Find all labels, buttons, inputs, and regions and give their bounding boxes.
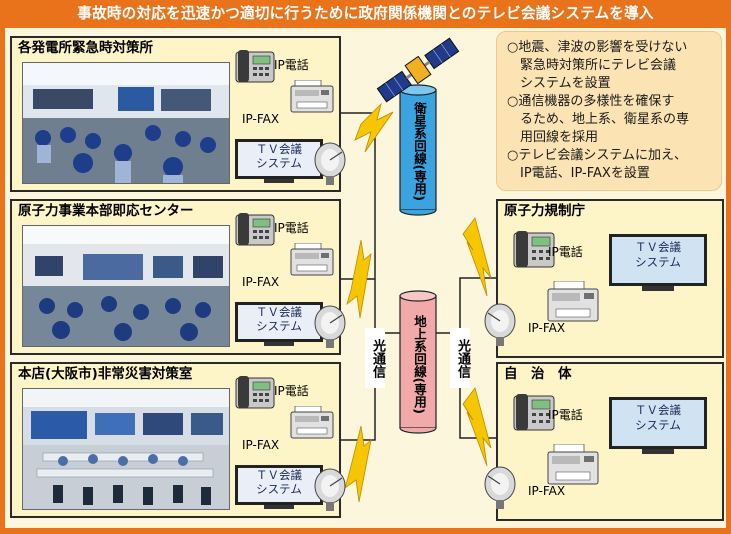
tv-monitor-icon [235,302,323,346]
tv-monitor-icon [609,397,707,454]
ip-phone-label: IP電話 [548,408,583,422]
ip-fax-icon [547,444,599,485]
lightning-bolt-icon [462,217,492,297]
ip-fax-label: IP-FAX [528,484,566,498]
ip-phone-label: IP電話 [274,384,309,398]
header-title: 事故時の対応を迅速かつ適切に行うために政府関係機関とのテレビ会議システムを導入 [77,5,654,22]
control-room-photo [22,62,230,184]
ip-phone-icon [513,394,555,431]
ground-line-label: 地上系回線(専用) [412,314,427,414]
optical-label-left: 光通信 [365,328,385,388]
ip-phone-label: IP電話 [274,221,309,235]
ground-line-tube [399,290,437,434]
ip-fax-icon [547,281,599,322]
tv-monitor-icon [235,139,323,183]
ip-fax-label: IP-FAX [242,275,280,289]
satellite-icon [376,37,460,103]
control-room-photo [22,388,230,510]
site-panel-title: 各発電所緊急時対策所 [18,40,153,56]
lightning-bolt-icon [344,425,372,503]
ip-phone-icon [235,376,275,409]
ip-phone-icon [513,231,555,268]
satellite-dish-icon [484,466,516,509]
note-line: 緊急時対策所にテレビ会議 [507,58,677,73]
satellite-line-label: 衛星系回線(専用) [412,101,427,201]
tv-label-line1: ＴＶ会議 [256,305,302,319]
ip-phone-icon [235,213,275,246]
tv-label-line2: システム [256,482,302,496]
control-room-photo [22,225,230,347]
ip-fax-icon [290,406,334,439]
note-line: ○テレビ会議システムに加え、 [507,148,687,163]
note-line: ○通信機器の多様性を確保す [507,94,675,109]
note-line: IP電話、IP-FAXを設置 [507,166,650,181]
tv-label-line1: ＴＶ会議 [635,403,681,417]
note-line: ○地震、津波の影響を受けない [507,40,688,55]
tv-label-line2: システム [635,255,681,269]
tv-label-line2: システム [256,319,302,333]
site-panel-title: 本店(大阪市)非常災害対策室 [18,366,193,382]
agency-panel-local-government: 自 治 体 IP電話 ＴＶ会議 システム IP-FA [484,362,724,521]
ip-phone-label: IP電話 [274,58,309,72]
satellite-dish-icon [484,303,516,346]
left-trunk-line [337,112,376,441]
tv-label-line2: システム [635,418,681,432]
satellite-dish-icon [314,142,346,185]
diagram-canvas: 衛星系回線(専用) 地上系回線(専用) 光通信 光通信 ○地震、津波の影響を受け… [5,28,726,528]
optical-label-right: 光通信 [450,328,470,388]
satellite-dish-icon [314,468,346,511]
agency-panel-nra: 原子力規制庁 IP電話 ＴＶ会議 システム IP-F [484,199,724,358]
tv-monitor-icon [609,234,707,291]
note-line: 用回線を採用 [507,130,599,145]
agency-panel-title: 自 治 体 [504,366,572,382]
ip-fax-label: IP-FAX [528,321,566,335]
lightning-bolt-icon [346,239,372,319]
site-panel-head-office: 本店(大阪市)非常災害対策室 [10,362,346,518]
ip-phone-label: IP電話 [548,245,583,259]
site-panel-nuclear-hq: 原子力事業本部即応センター IP電話 [10,199,346,355]
site-panel-title: 原子力事業本部即応センター [18,203,194,219]
ip-fax-label: IP-FAX [242,438,280,452]
lightning-bolt-icon [354,102,394,153]
tv-label-line1: ＴＶ会議 [256,142,302,156]
tv-label-line1: ＴＶ会議 [256,468,302,482]
note-line: システムを設置 [507,76,611,91]
ip-fax-icon [290,243,334,276]
tv-label-line2: システム [256,156,302,170]
notes-box: ○地震、津波の影響を受けない 緊急時対策所にテレビ会議 システムを設置 ○通信機… [496,31,722,191]
agency-panel-title: 原子力規制庁 [504,203,585,219]
note-line: るため、地上系、衛星系の専 [507,112,690,127]
site-panel-power-station: 各発電所緊急時対策所 IP電話 [10,36,346,192]
tv-label-line1: ＴＶ会議 [635,240,681,254]
ip-phone-icon [235,50,275,83]
ip-fax-icon [290,80,334,113]
satellite-dish-icon [314,305,346,348]
connection-lines [337,37,498,503]
lightning-bolt-icon [462,387,492,467]
tv-monitor-icon [235,465,323,509]
ip-fax-label: IP-FAX [242,112,280,126]
